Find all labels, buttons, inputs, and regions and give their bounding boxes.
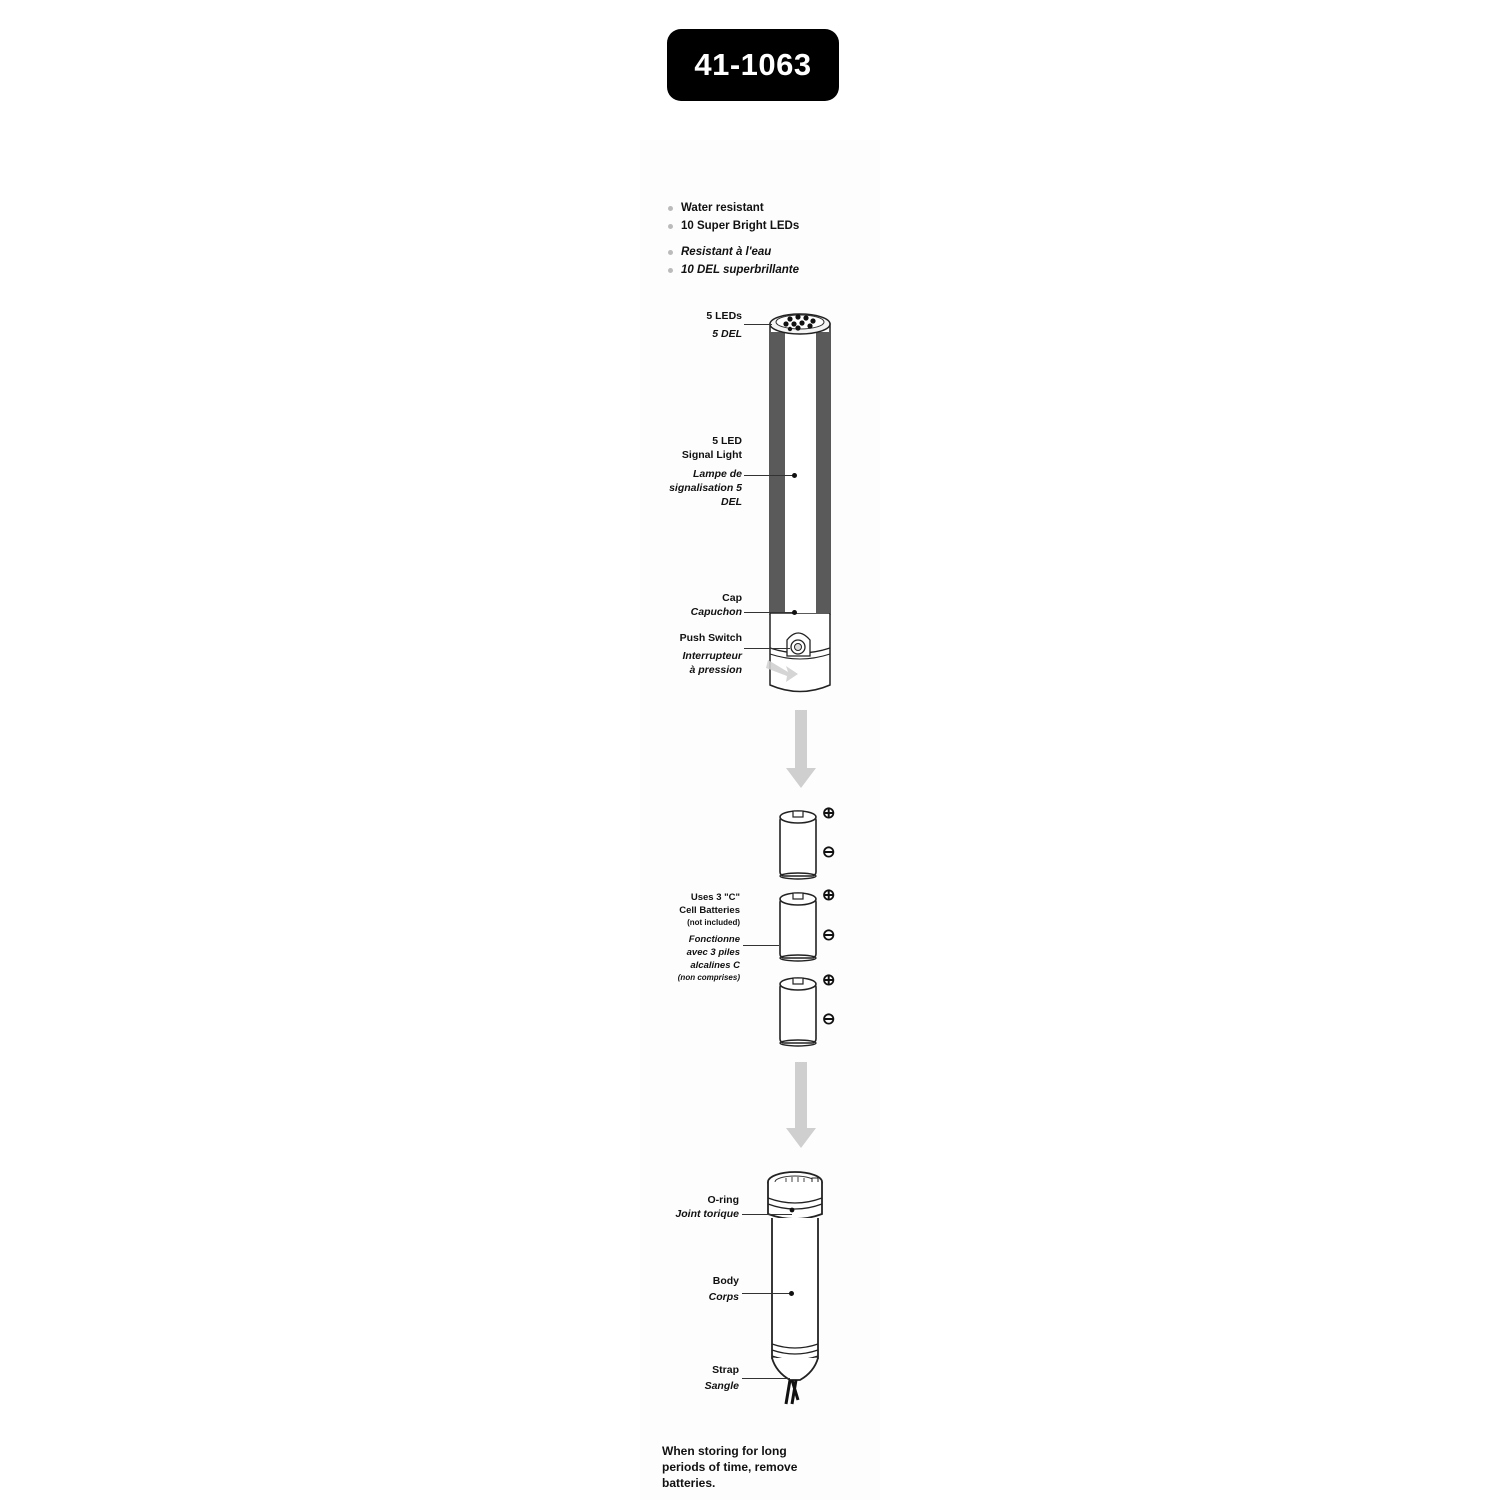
label-strap: Strap Sangle: [704, 1364, 739, 1392]
positive-terminal-icon: ⊕: [822, 805, 836, 822]
feature-item: Water resistant: [668, 199, 799, 217]
feature-group-french: Resistant à l'eau 10 DEL superbrillante: [668, 243, 799, 279]
feature-list: Water resistant 10 Super Bright LEDs Res…: [668, 199, 799, 287]
flashlight-head-illustration: [766, 313, 831, 693]
battery-icon: [779, 810, 817, 880]
leader-line: [742, 1214, 792, 1215]
battery-icon: [779, 977, 817, 1047]
bullet-icon: [668, 249, 673, 255]
down-arrow-icon: [786, 710, 816, 788]
pointer-dot: [792, 473, 797, 478]
model-number: 41-1063: [694, 47, 812, 82]
feature-item: 10 DEL superbrillante: [668, 261, 799, 279]
positive-terminal-icon: ⊕: [822, 887, 836, 904]
leader-line: [744, 324, 772, 325]
down-arrow-icon: [786, 1062, 816, 1148]
leader-line: [742, 1378, 790, 1379]
bullet-icon: [668, 267, 673, 273]
feature-group-english: Water resistant 10 Super Bright LEDs: [668, 199, 799, 235]
label-signal-light: 5 LED Signal Light Lampe de signalisatio…: [669, 435, 742, 508]
negative-terminal-icon: ⊖: [822, 927, 836, 944]
label-body: Body Corps: [708, 1275, 739, 1303]
feature-item: 10 Super Bright LEDs: [668, 217, 799, 235]
pointer-dot: [789, 1291, 794, 1296]
label-cap: Cap Capuchon: [690, 592, 742, 618]
label-push-switch: Push Switch Interrupteur à pression: [679, 632, 742, 676]
battery-icon: [779, 892, 817, 962]
diagram-panel: [640, 140, 880, 1500]
storage-note: When storing for long periods of time, r…: [662, 1444, 798, 1490]
model-number-badge: 41-1063: [667, 29, 839, 101]
feature-item: Resistant à l'eau: [668, 243, 799, 261]
flashlight-body-illustration: [767, 1171, 823, 1405]
bullet-icon: [668, 223, 673, 229]
leader-line: [743, 945, 779, 946]
label-batteries: Uses 3 "C" Cell Batteries (not included)…: [677, 892, 740, 982]
negative-terminal-icon: ⊖: [822, 1011, 836, 1028]
label-leds: 5 LEDs 5 DEL: [706, 310, 742, 340]
leader-line: [744, 648, 790, 649]
positive-terminal-icon: ⊕: [822, 972, 836, 989]
label-o-ring: O-ring Joint torique: [675, 1194, 739, 1220]
leader-line: [744, 475, 794, 476]
bullet-icon: [668, 205, 673, 211]
leader-line: [742, 1293, 790, 1294]
pointer-dot: [792, 610, 797, 615]
negative-terminal-icon: ⊖: [822, 844, 836, 861]
leader-line: [744, 612, 794, 613]
